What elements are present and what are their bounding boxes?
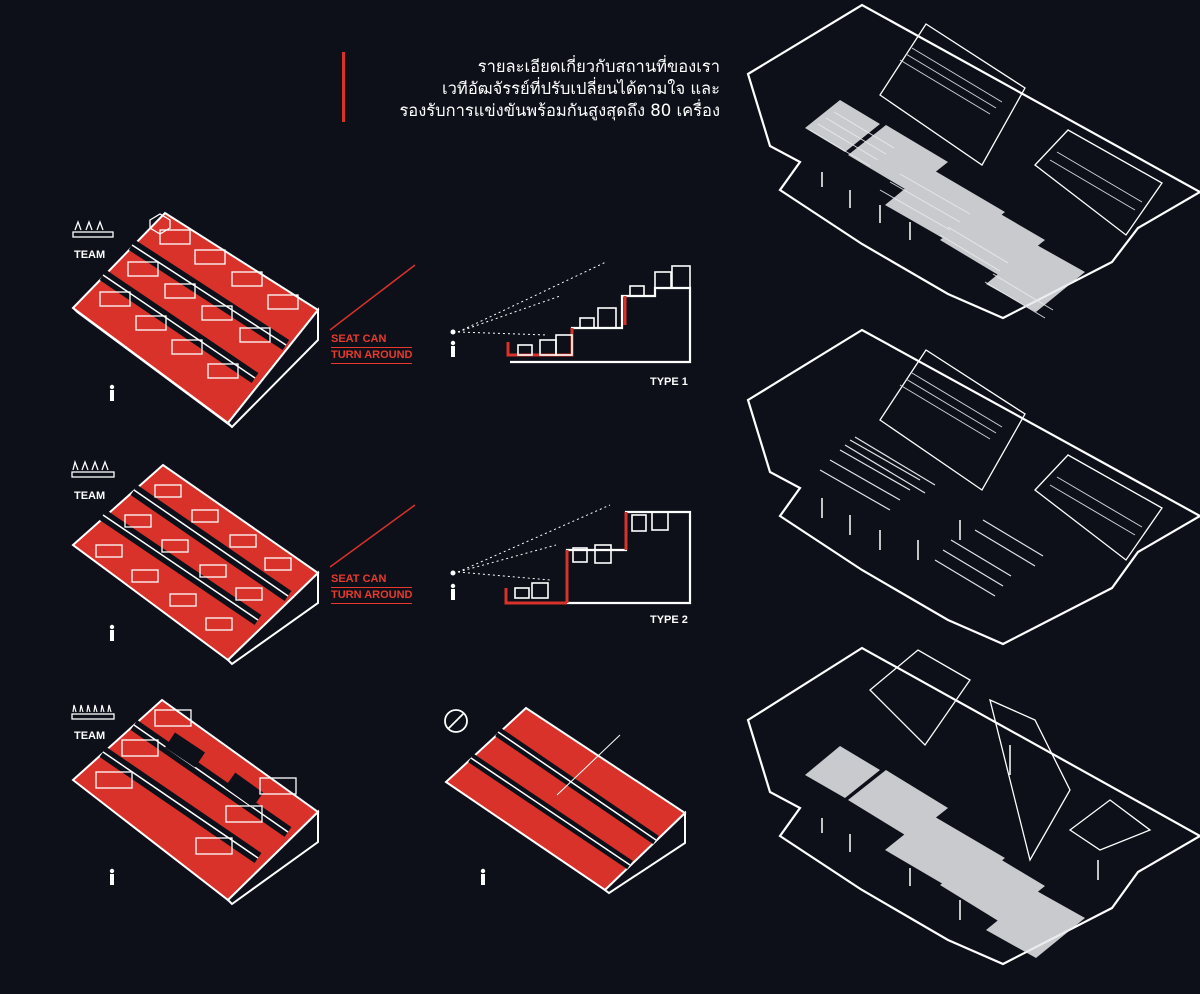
intro-line-1: รายละเอียดเกี่ยวกับสถานที่ของเรา bbox=[477, 57, 720, 76]
seat-note-2-line-2: TURN AROUND bbox=[331, 588, 413, 604]
person-icon bbox=[480, 868, 486, 885]
seat-note-1: SEAT CAN TURN AROUND bbox=[331, 332, 413, 364]
floor-plan-3 bbox=[746, 646, 1200, 966]
seat-note-1-line-2: TURN AROUND bbox=[331, 348, 413, 364]
bleacher-block-2 bbox=[71, 463, 320, 666]
team-label-1: TEAM bbox=[74, 249, 106, 261]
intro-accent-bar bbox=[342, 52, 345, 122]
team-icon bbox=[71, 704, 115, 720]
person-icon bbox=[109, 384, 115, 401]
no-seating-icon bbox=[444, 709, 468, 733]
section-type-1 bbox=[450, 261, 692, 364]
team-label-2: TEAM bbox=[74, 490, 106, 502]
bleacher-block-1 bbox=[71, 211, 320, 429]
floor-plan-2 bbox=[746, 328, 1200, 646]
section-type-2 bbox=[450, 504, 692, 605]
intro-line-2: เวทีอัฒจัรรย์ที่ปรับเปลี่ยนได้ตามใจ และ bbox=[442, 79, 720, 98]
type-2-label: TYPE 2 bbox=[650, 614, 688, 626]
team-label-3: TEAM bbox=[74, 730, 106, 742]
person-icon bbox=[109, 868, 115, 885]
seat-note-2: SEAT CAN TURN AROUND bbox=[331, 572, 413, 604]
bleacher-block-3 bbox=[71, 698, 320, 906]
empty-bleacher bbox=[444, 706, 687, 895]
seat-note-1-line-1: SEAT CAN bbox=[331, 332, 413, 348]
team-icon bbox=[72, 220, 114, 238]
seat-note-2-line-1: SEAT CAN bbox=[331, 572, 413, 588]
intro-text: รายละเอียดเกี่ยวกับสถานที่ของเรา เวทีอัฒ… bbox=[356, 56, 720, 122]
intro-line-3: รองรับการแข่งขันพร้อมกันสูงสุดถึง 80 เคร… bbox=[399, 101, 720, 120]
floor-plan-1 bbox=[746, 3, 1200, 320]
person-icon bbox=[109, 624, 115, 641]
team-icon bbox=[71, 459, 115, 478]
type-1-label: TYPE 1 bbox=[650, 376, 688, 388]
